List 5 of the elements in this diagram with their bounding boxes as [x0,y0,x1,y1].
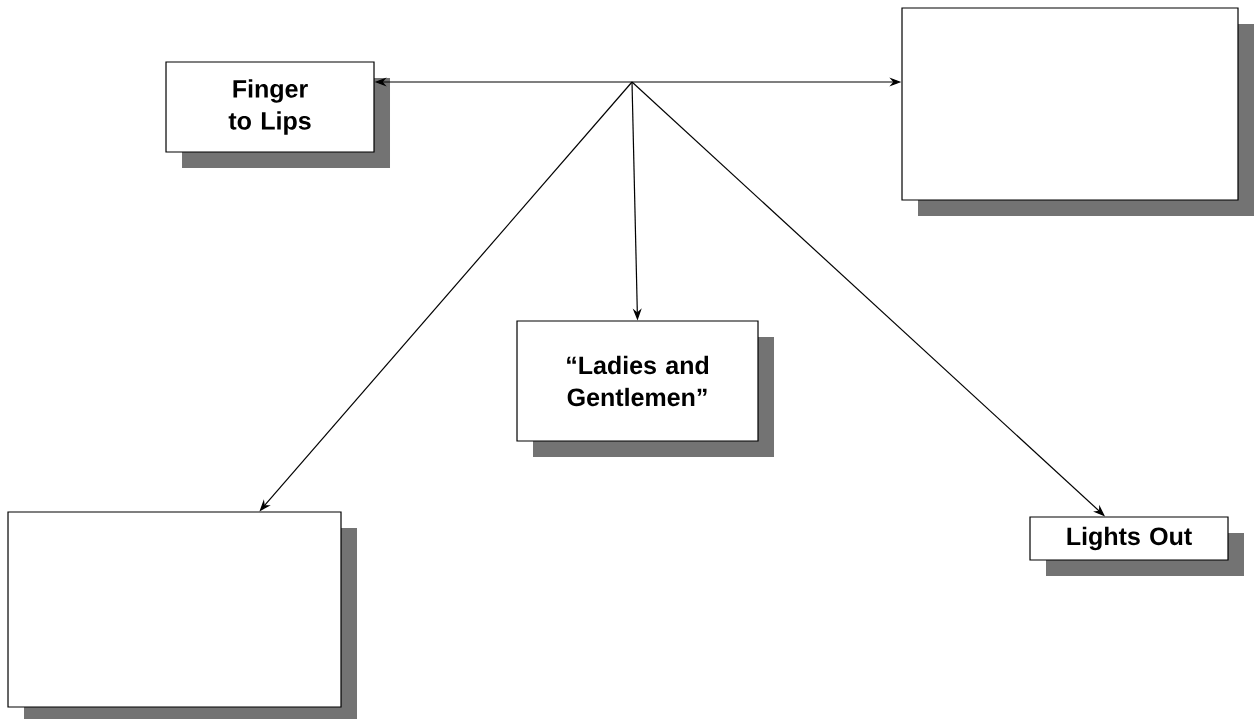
text-box: Lights Out [1029,516,1244,576]
empty-box [901,7,1254,216]
empty-box [7,511,357,719]
text-box: “Ladies and Gentlemen” [516,320,774,457]
text-box: Finger to Lips [165,61,390,168]
